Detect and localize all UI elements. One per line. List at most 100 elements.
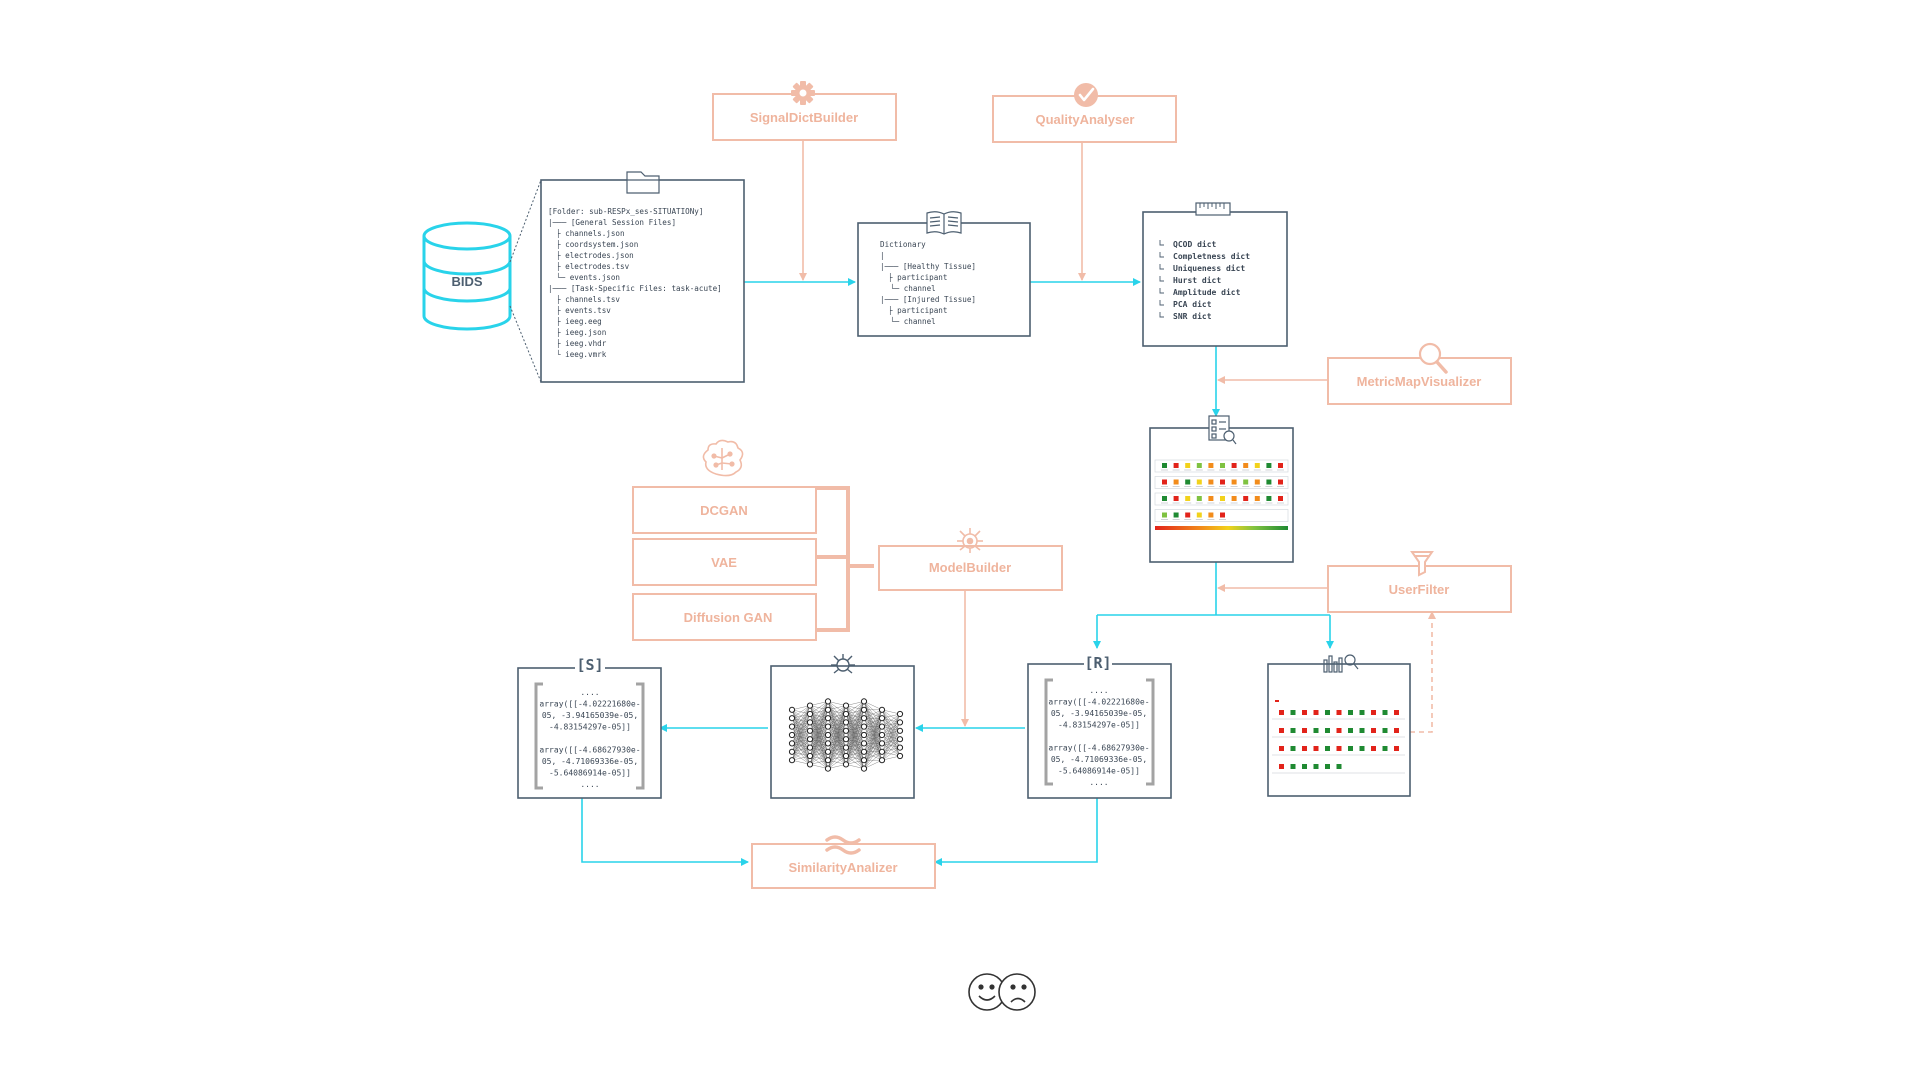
bids-label: BIDS: [451, 274, 482, 289]
nn-node: [806, 744, 814, 751]
bar-chart-search-icon: [1323, 654, 1359, 673]
map-cell: [1313, 764, 1319, 769]
nn-node: [896, 744, 904, 751]
map-row: [1154, 459, 1289, 473]
metric-item: Amplitude dict: [1173, 287, 1241, 297]
similarityanalizer-module: SimilarityAnalizer: [751, 835, 936, 889]
text-line: ├ channels.tsv: [556, 294, 620, 304]
dcgan-label: DCGAN: [700, 503, 748, 518]
nn-node: [806, 719, 814, 726]
tree-branch: [1159, 264, 1164, 270]
map-cell: [1302, 764, 1307, 769]
tree-branch: [1159, 276, 1164, 282]
nn-edge: [827, 730, 847, 769]
map-cell: [1185, 512, 1191, 518]
text-line: └─ channel: [890, 316, 936, 326]
nn-edge: [863, 751, 883, 769]
map-cell: [1173, 512, 1179, 518]
nn-edge: [863, 701, 883, 710]
nn-node: [824, 731, 832, 739]
nn-node: [878, 740, 886, 747]
text-line: 05, -3.94165039e-05,: [542, 711, 638, 720]
filtered-map-box: [1267, 654, 1411, 797]
model-types: DCGAN VAE Diffusion GAN: [632, 439, 817, 641]
nn-node: [824, 715, 832, 722]
nn-node: [788, 706, 796, 713]
nn-edge: [863, 726, 883, 769]
nn-node: [896, 719, 904, 726]
nn-edge: [845, 701, 865, 731]
map-cell: [1208, 496, 1214, 501]
text-line: -5.64086914e-05]]: [1058, 767, 1140, 776]
nn-edge: [863, 734, 883, 769]
map-cell: [1196, 496, 1202, 501]
nn-node: [806, 702, 814, 709]
metric-item: Hurst dict: [1173, 275, 1221, 285]
nn-edge: [791, 739, 811, 761]
nn-node: [788, 723, 796, 730]
map-row: [1154, 492, 1289, 506]
nn-edge: [863, 709, 883, 752]
nn-edge: [827, 705, 847, 719]
map-cell: [1208, 463, 1214, 468]
metric-map-grid: [1154, 459, 1289, 522]
nn-node: [842, 736, 850, 743]
bids-database: BIDS: [422, 179, 542, 383]
nn-edge: [809, 734, 829, 765]
real-array-title: [R]: [1084, 654, 1111, 672]
map-cell: [1382, 728, 1388, 733]
text-line: |─── [General Session Files]: [548, 218, 676, 227]
nn-node: [860, 748, 868, 755]
database-icon: [422, 221, 512, 331]
text-line: ....: [1089, 686, 1108, 695]
map-cell: [1382, 746, 1388, 751]
map-cell: [1336, 764, 1342, 769]
map-cell: [1185, 479, 1191, 485]
map-cell: [1243, 463, 1249, 468]
map-cell: [1278, 463, 1283, 468]
map-cell: [1162, 496, 1167, 501]
text-line: ├ electrodes.json: [556, 250, 634, 260]
nn-edge: [881, 722, 901, 761]
nn-node: [824, 757, 832, 764]
ruler-icon: [1195, 202, 1231, 216]
nn-edge: [827, 705, 847, 744]
nn-node: [878, 723, 886, 730]
text-line: |: [880, 251, 885, 260]
text-line: └ ieeg.vmrk: [556, 349, 607, 359]
map-cell: [1348, 728, 1353, 733]
brain-circuit-icon: [702, 439, 744, 477]
nn-edge: [791, 705, 811, 736]
map-cell: [1173, 479, 1179, 485]
nn-edge: [863, 709, 883, 719]
nn-edge: [827, 739, 847, 769]
text-line: 05, -4.71069336e-05,: [1051, 755, 1147, 764]
similarityanalizer-label: SimilarityAnalizer: [788, 860, 897, 875]
nn-node: [896, 710, 904, 718]
nn-node: [860, 757, 868, 764]
vae-label: VAE: [711, 555, 737, 570]
metric-item: Completness dict: [1173, 251, 1250, 261]
nn-node: [824, 723, 832, 730]
nn-edge: [809, 701, 829, 723]
map-cell: [1325, 764, 1330, 769]
map-cell: [1348, 710, 1353, 715]
modelbuilder-module: ModelBuilder: [878, 528, 1063, 591]
nn-node: [806, 710, 814, 718]
text-line: Dictionary: [880, 240, 926, 249]
map-cell: [1336, 746, 1342, 751]
map-cell: [1371, 728, 1376, 733]
funnel-icon: [1410, 551, 1434, 577]
map-cell: [1313, 728, 1319, 733]
nn-edge: [863, 709, 883, 736]
map-cell: [1278, 496, 1283, 501]
map-cell: [1162, 512, 1167, 518]
arrow-synthetic-to-similarity: [581, 798, 749, 866]
nn-edge: [845, 743, 865, 765]
dcgan-box: DCGAN: [632, 486, 817, 534]
text-line: 05, -3.94165039e-05,: [1051, 709, 1147, 718]
map-cell: [1336, 728, 1342, 733]
neural-network-graph: [788, 698, 904, 772]
